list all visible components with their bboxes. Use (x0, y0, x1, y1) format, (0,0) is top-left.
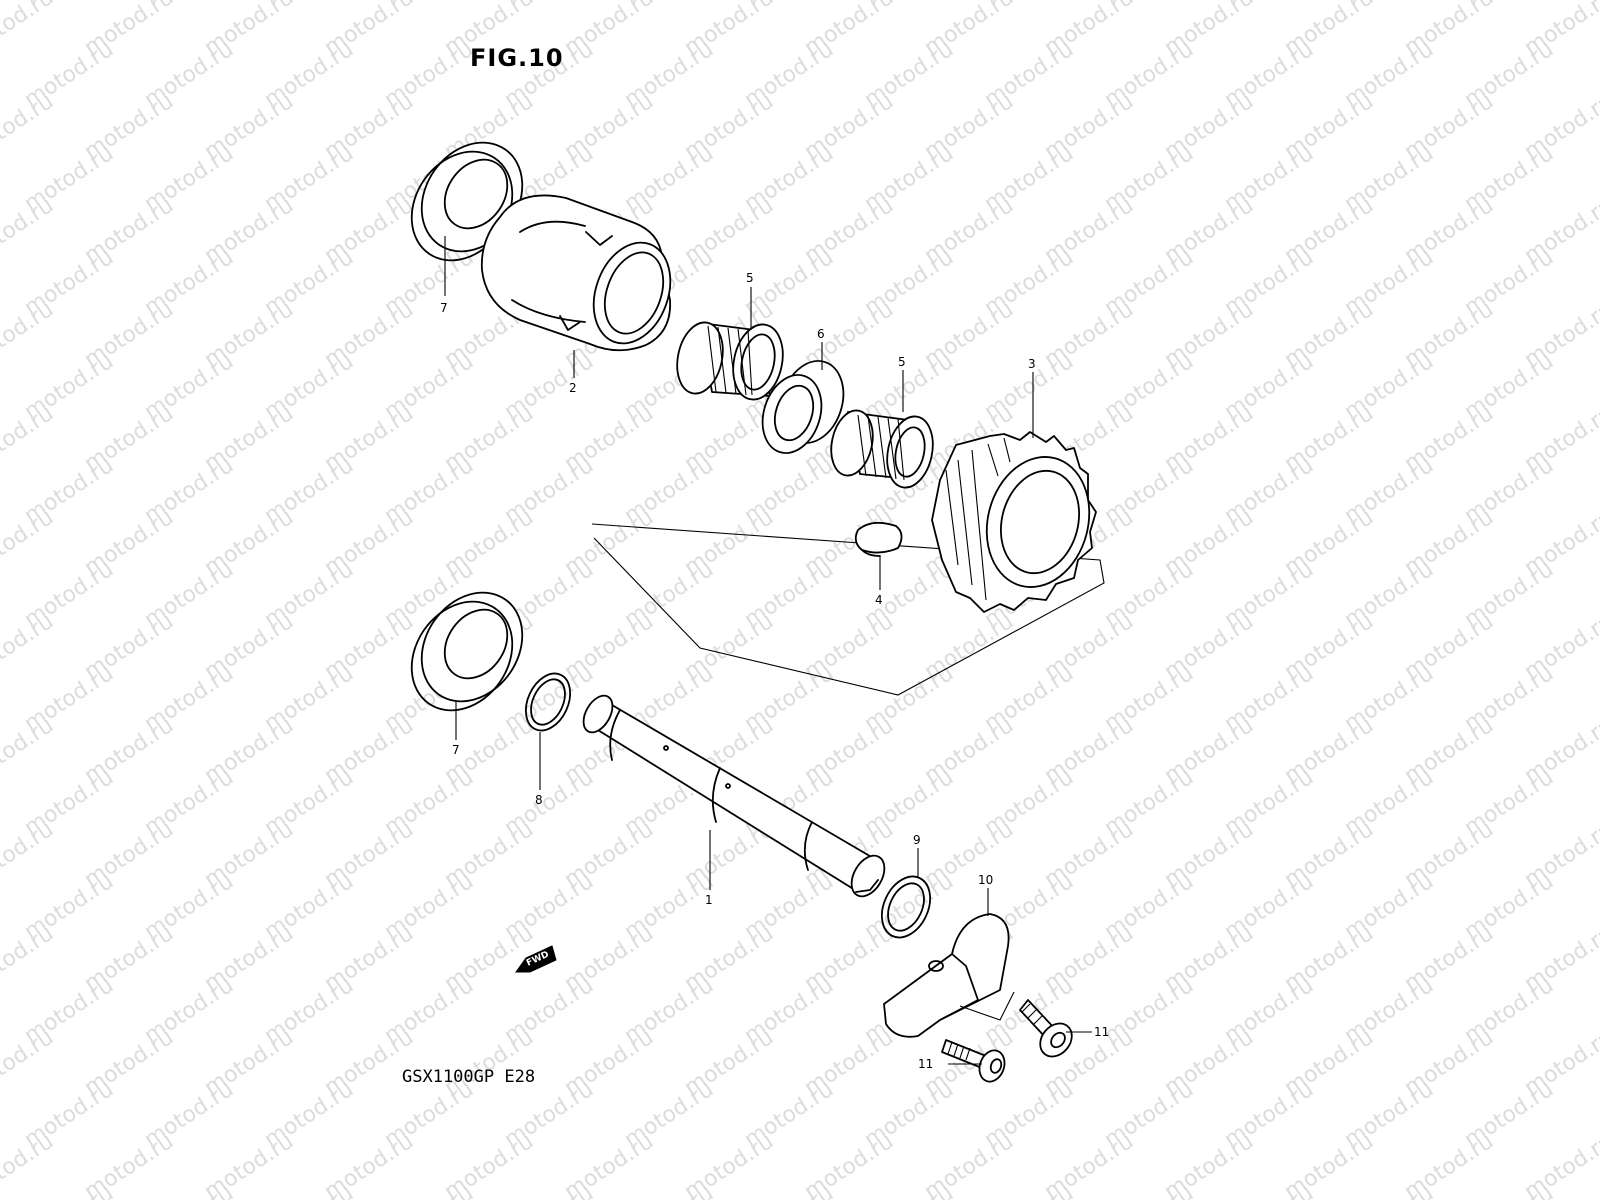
callout-bolt-left: 11 (918, 1057, 933, 1071)
callout-gear: 3 (1028, 357, 1036, 371)
callout-washer-upper: 7 (440, 301, 448, 315)
thrust-washer-lower[interactable] (391, 573, 543, 730)
kick-starter-shaft[interactable] (578, 691, 892, 902)
callout-bearing-left: 5 (746, 271, 754, 285)
needle-bearing-left[interactable] (671, 318, 789, 404)
o-ring-right[interactable] (873, 869, 940, 946)
callout-shaft: 1 (705, 893, 713, 907)
kick-starter-guide[interactable] (480, 194, 684, 354)
model-code: GSX1100GP E28 (402, 1067, 536, 1087)
callout-washer-lower: 7 (452, 743, 460, 757)
bolt-right[interactable] (1019, 999, 1078, 1063)
callout-lever: 10 (978, 873, 993, 887)
fwd-arrow-icon: FWD (515, 945, 557, 973)
callout-o-ring-left: 8 (535, 793, 543, 807)
callout-key: 4 (875, 593, 883, 607)
figure-title: FIG.10 (470, 44, 564, 72)
callout-guide: 2 (569, 381, 577, 395)
kick-starter-lever[interactable] (883, 913, 1015, 1038)
o-ring-left[interactable] (517, 666, 579, 737)
callout-o-ring-right: 9 (913, 833, 921, 847)
needle-bearing-right[interactable] (826, 407, 939, 492)
key[interactable] (854, 521, 903, 557)
bolt-left[interactable] (941, 1039, 1009, 1085)
spacer[interactable] (753, 353, 854, 461)
kick-starter-gear[interactable] (931, 431, 1103, 613)
callout-bolt-right: 11 (1094, 1025, 1109, 1039)
callout-bearing-right: 5 (898, 355, 906, 369)
callout-spacer: 6 (817, 327, 825, 341)
